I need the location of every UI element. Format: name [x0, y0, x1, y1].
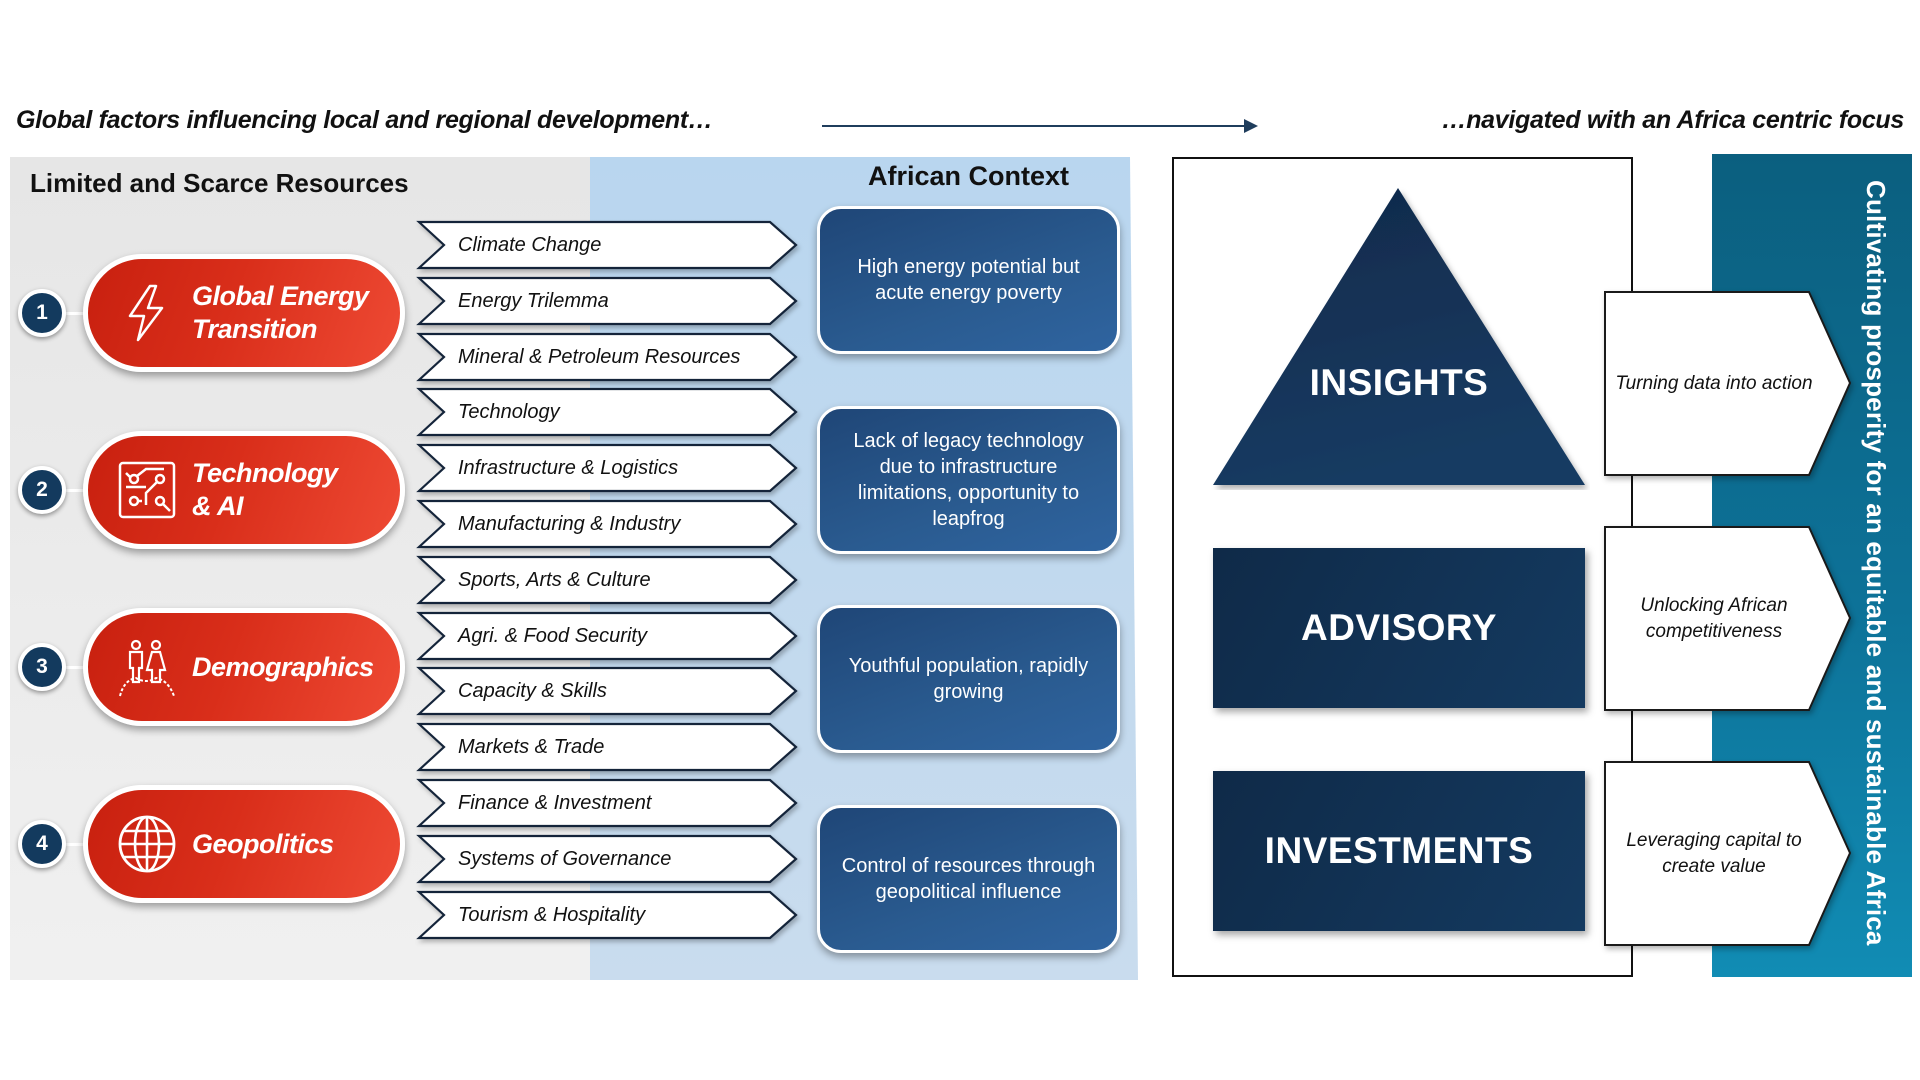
factor-item: Tourism & Hospitality — [416, 890, 798, 939]
chevron-shape — [416, 555, 798, 604]
header-left-text: Global factors influencing local and reg… — [16, 106, 713, 134]
chevron-shape — [416, 220, 798, 270]
chevron-shape — [416, 388, 798, 437]
label-line-2: & AI — [192, 491, 243, 521]
resource-pill-demographics[interactable]: Demographics — [83, 608, 405, 726]
factor-label: Technology — [458, 401, 560, 424]
pillar-description-insights: Turning data into action — [1604, 291, 1852, 476]
resources-title: Limited and Scarce Resources — [30, 168, 409, 198]
label-line-1: Demographics — [192, 651, 374, 682]
context-card-technology: Lack of legacy technology due to infrast… — [817, 406, 1120, 554]
factor-item: Markets & Trade — [416, 723, 798, 772]
factor-label: Sports, Arts & Culture — [458, 568, 651, 591]
factor-label: Climate Change — [458, 234, 602, 256]
factor-label: Systems of Governance — [458, 847, 672, 870]
factor-item: Mineral & Petroleum Resources — [416, 332, 798, 381]
chevron-shape — [416, 723, 798, 772]
chevron-shape — [416, 276, 798, 325]
chevron-shape — [1604, 526, 1852, 711]
factor-label: Agri. & Food Security — [458, 624, 647, 647]
factor-item: Energy Trilemma — [416, 276, 798, 325]
factor-item: Agri. & Food Security — [416, 611, 798, 660]
label-line-1: Global Energy — [192, 281, 369, 311]
label-line-1: Technology — [192, 458, 338, 488]
chevron-shape — [416, 890, 798, 939]
chevron-shape — [1604, 291, 1852, 476]
factor-item: Technology — [416, 388, 798, 437]
context-card-geopolitics: Control of resources through geopolitica… — [817, 805, 1120, 953]
description-text: Unlocking African competitiveness — [1640, 594, 1788, 642]
description-text: Turning data into action — [1615, 372, 1813, 394]
globe-icon — [118, 815, 176, 873]
connector-line — [66, 843, 86, 846]
number-badge-4: 4 — [18, 820, 66, 868]
label-line-2: Transition — [192, 314, 318, 344]
vision-statement: Cultivating prosperity for an equitable … — [1861, 180, 1891, 946]
factor-item: Climate Change — [416, 220, 798, 270]
pillar-investments: INVESTMENTS — [1213, 771, 1585, 931]
circuit-board-icon — [118, 461, 176, 519]
factor-item: Finance & Investment — [416, 778, 798, 828]
factor-item: Systems of Governance — [416, 834, 798, 883]
chevron-shape — [416, 611, 798, 660]
resource-pill-label: Technology & AI — [192, 457, 338, 523]
description-text: Leveraging capital to create value — [1626, 829, 1802, 877]
connector-line — [66, 489, 86, 492]
factor-label: Infrastructure & Logistics — [458, 457, 679, 480]
chevron-shape — [416, 499, 798, 549]
factor-label: Markets & Trade — [458, 736, 605, 759]
number-badge-2: 2 — [18, 466, 66, 514]
chevron-shape — [416, 332, 798, 381]
factor-item: Manufacturing & Industry — [416, 499, 798, 549]
header-right-text: …navigated with an Africa centric focus — [1441, 106, 1905, 134]
connector-line — [66, 312, 86, 315]
insights-triangle — [1213, 188, 1585, 485]
label-line-1: Geopolitics — [192, 828, 334, 859]
pillar-investments-label: INVESTMENTS — [1264, 830, 1534, 871]
number-badge-1: 1 — [18, 289, 66, 337]
chevron-shape — [1604, 761, 1852, 946]
factor-label: Energy Trilemma — [458, 289, 609, 312]
factor-label: Capacity & Skills — [458, 680, 607, 703]
people-icon — [119, 639, 175, 697]
vision-text: Cultivating prosperity for an equitable … — [1860, 180, 1900, 960]
resource-pill-label: Global Energy Transition — [192, 280, 369, 346]
chevron-shape — [416, 778, 798, 828]
pillar-description-advisory: Unlocking African competitiveness — [1604, 526, 1852, 711]
factor-label: Finance & Investment — [458, 792, 652, 814]
chevron-shape — [416, 667, 798, 716]
resource-pill-energy[interactable]: Global Energy Transition — [83, 254, 405, 372]
factor-item: Infrastructure & Logistics — [416, 444, 798, 493]
resource-pill-technology[interactable]: Technology & AI — [83, 431, 405, 549]
factor-item: Capacity & Skills — [416, 667, 798, 716]
context-card-energy: High energy potential but acute energy p… — [817, 206, 1120, 354]
resource-pill-label: Geopolitics — [192, 828, 334, 861]
right-arrow-icon — [822, 119, 1258, 133]
chevron-shape — [416, 444, 798, 493]
resource-pill-label: Demographics — [192, 651, 374, 684]
resource-pill-geopolitics[interactable]: Geopolitics — [83, 785, 405, 903]
factor-label: Tourism & Hospitality — [458, 903, 646, 926]
factor-item: Sports, Arts & Culture — [416, 555, 798, 604]
factor-label: Manufacturing & Industry — [458, 513, 681, 535]
context-card-demographics: Youthful population, rapidly growing — [817, 605, 1120, 753]
pillar-description-investments: Leveraging capital to create value — [1604, 761, 1852, 946]
pillar-advisory-label: ADVISORY — [1301, 607, 1497, 648]
pillar-advisory: ADVISORY — [1213, 548, 1585, 708]
african-context-title: African Context — [867, 161, 1070, 191]
number-badge-3: 3 — [18, 643, 66, 691]
connector-line — [66, 666, 86, 669]
chevron-shape — [416, 834, 798, 883]
pillar-insights-label: INSIGHTS — [1309, 362, 1489, 403]
lightning-bolt-icon — [128, 284, 164, 342]
factor-label: Mineral & Petroleum Resources — [458, 345, 741, 368]
